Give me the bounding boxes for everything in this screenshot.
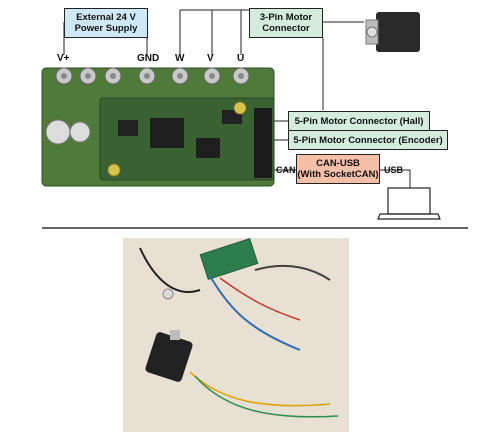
terminal-vplus-label: V+: [57, 53, 70, 64]
encoder-connector-box: 5-Pin Motor Connector (Encoder): [288, 130, 448, 150]
laptop-icon: [378, 188, 440, 219]
power-supply-box: External 24 V Power Supply: [64, 8, 148, 38]
power-supply-line1: External 24 V: [76, 12, 136, 23]
motor-3pin-line2: Connector: [262, 23, 310, 34]
terminal-u-label: U: [237, 53, 244, 64]
hall-connector-label: 5-Pin Motor Connector (Hall): [295, 116, 424, 127]
usb-label: USB: [384, 165, 403, 175]
assembly-photo: [123, 238, 349, 432]
terminal-v-label: V: [207, 53, 214, 64]
can-label: CAN: [276, 165, 296, 175]
terminal-gnd-label: GND: [137, 53, 159, 64]
controller-board: [42, 68, 274, 186]
hall-connector-box: 5-Pin Motor Connector (Hall): [288, 111, 430, 131]
power-supply-line2: Power Supply: [75, 23, 138, 34]
stepper-motor-icon: [366, 12, 420, 52]
motor-3pin-box: 3-Pin Motor Connector: [249, 8, 323, 38]
canusb-line1: CAN-USB: [316, 158, 360, 169]
canusb-line2: (With SocketCAN): [297, 169, 378, 180]
canusb-box: CAN-USB (With SocketCAN): [296, 154, 380, 184]
encoder-connector-label: 5-Pin Motor Connector (Encoder): [293, 135, 442, 146]
motor-3pin-line1: 3-Pin Motor: [260, 12, 312, 23]
terminal-w-label: W: [175, 53, 184, 64]
